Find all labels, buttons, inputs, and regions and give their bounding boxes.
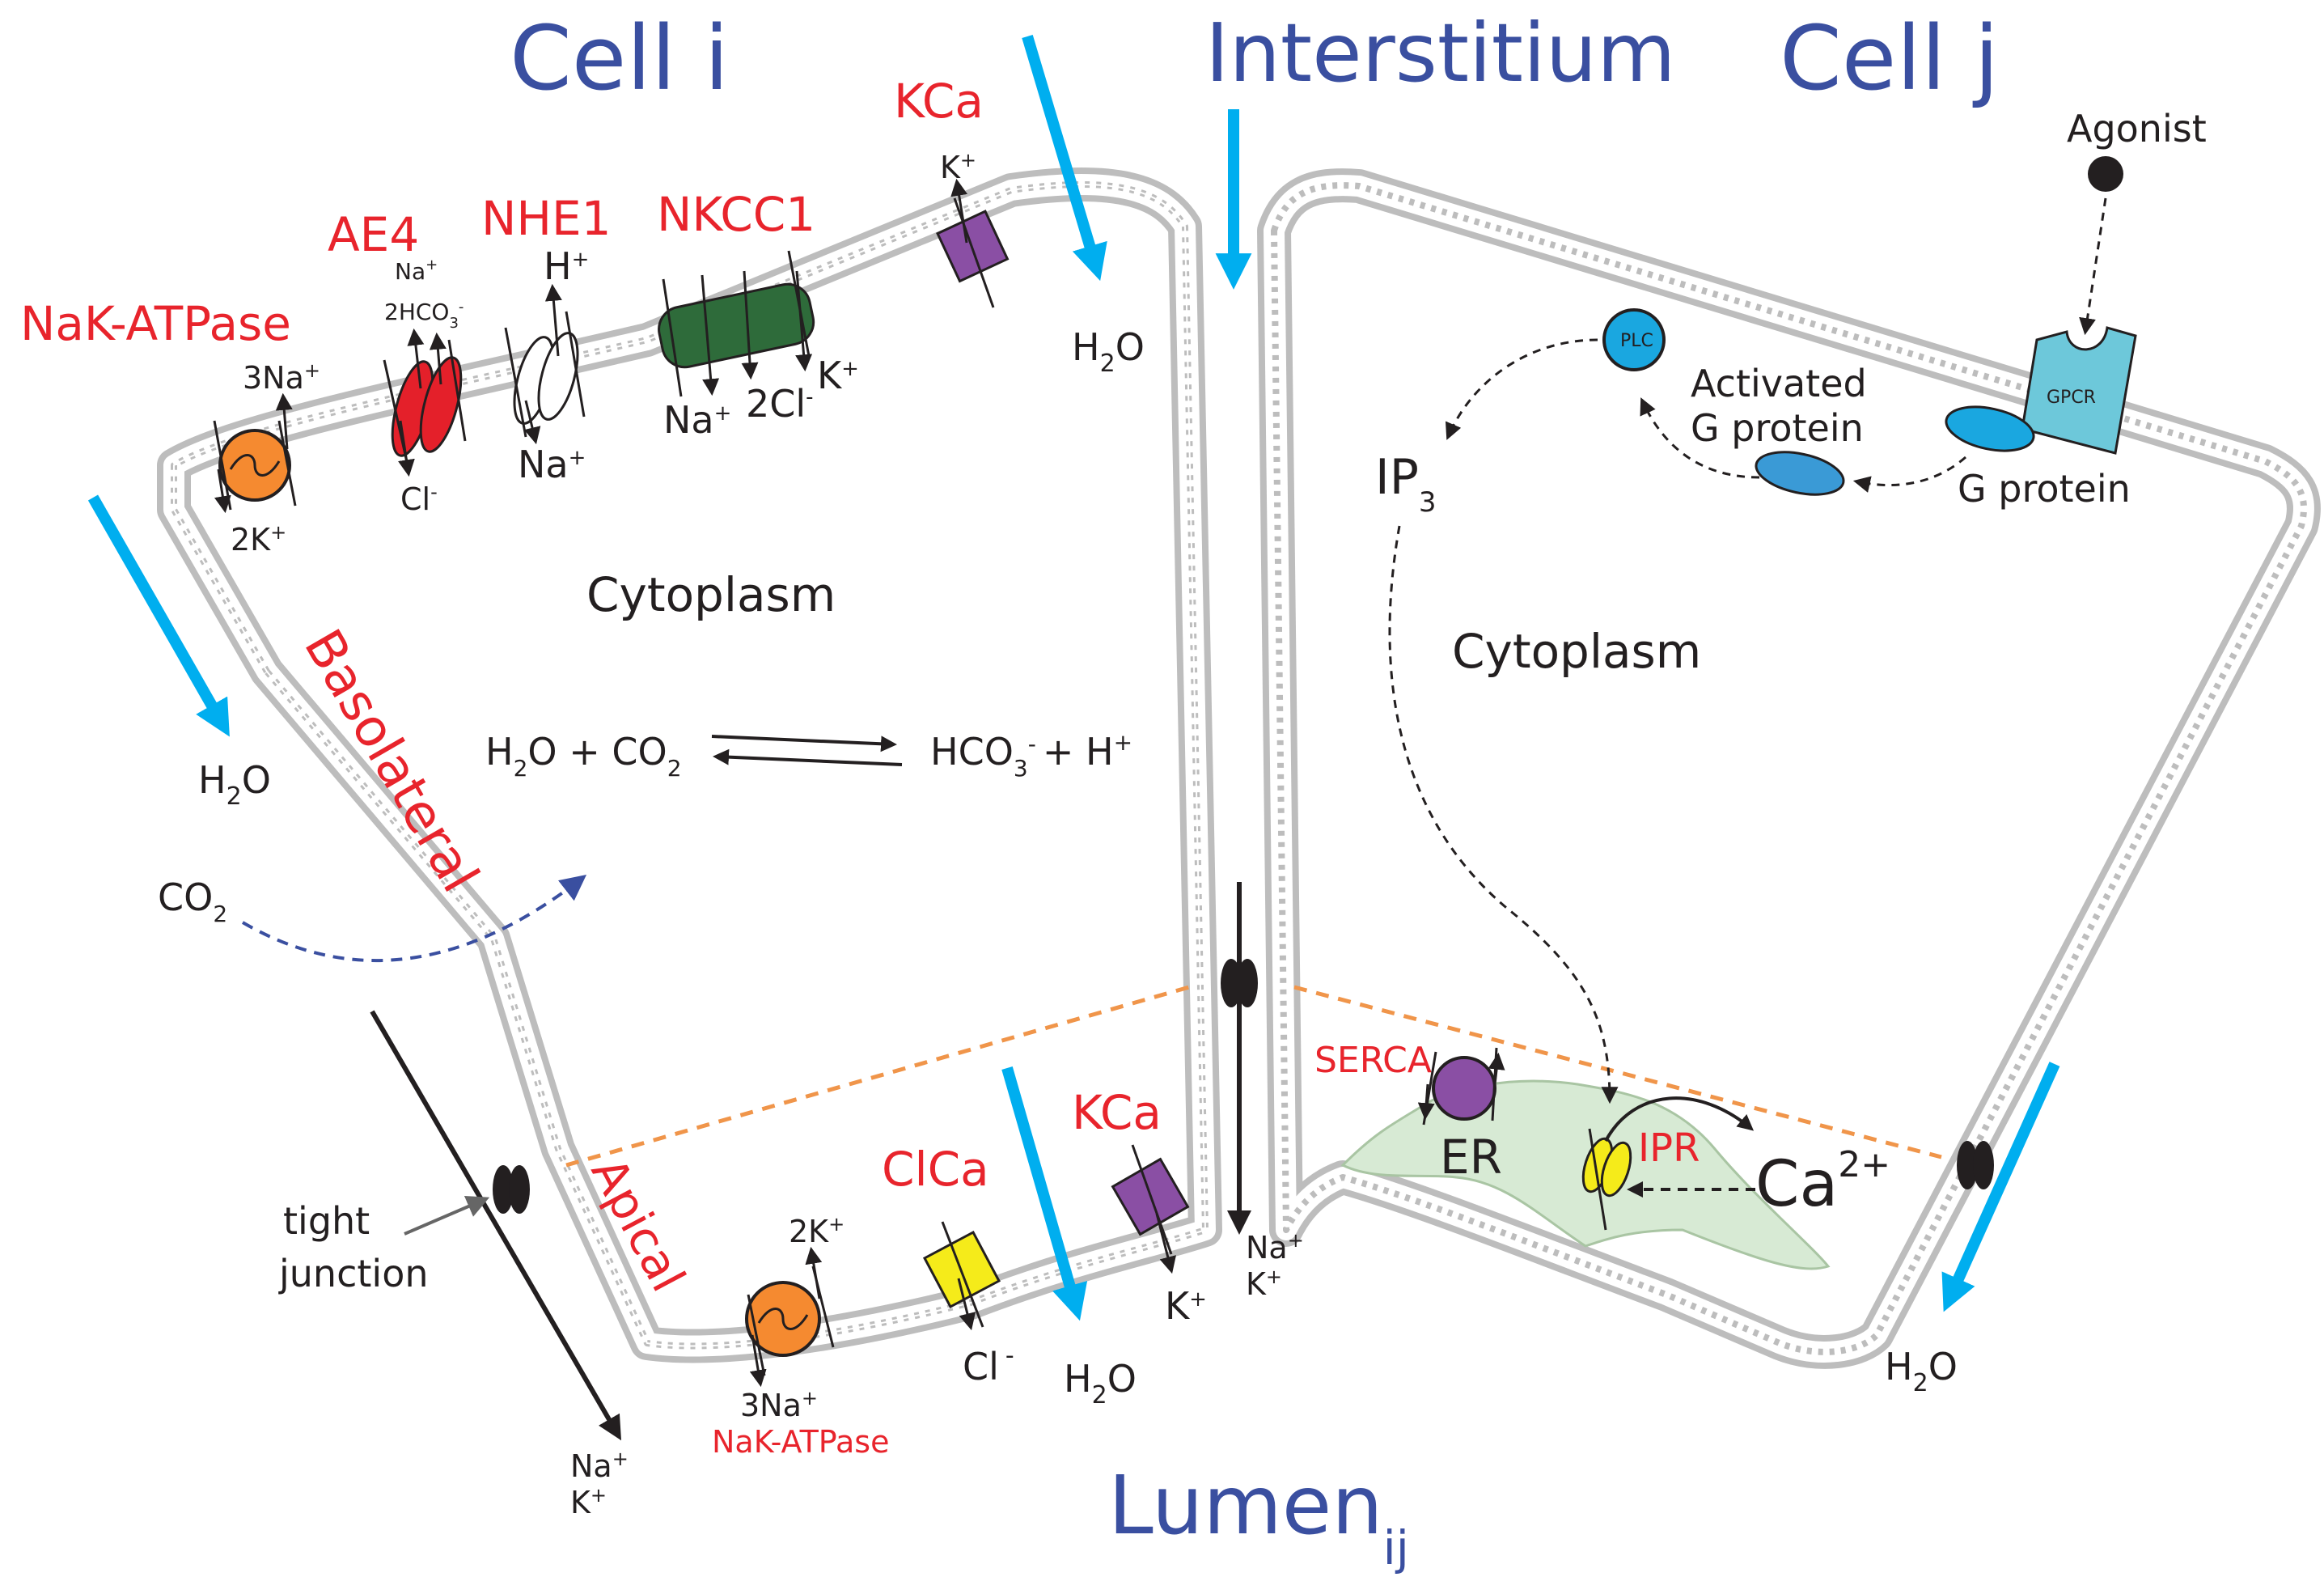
nak-baso-3na-label: 3Na+ — [243, 359, 320, 396]
water-arrow-cellj — [1941, 1062, 2060, 1312]
agonist-ligand — [2088, 156, 2123, 192]
h2o-label-kca: H2O — [1072, 325, 1145, 378]
tight-junction-pointer — [404, 1195, 490, 1236]
kca-apical-label: KCa — [1072, 1085, 1162, 1140]
nak-atpase-basolateral-label: NaK-ATPase — [20, 296, 291, 351]
nkcc1-cl-label: 2Cl- — [746, 382, 814, 426]
paracellular-flux-arrow — [370, 1010, 622, 1441]
tight-junction-label-line1: tight — [283, 1199, 370, 1243]
ip3-label: IP3 — [1375, 449, 1437, 519]
junction-na-label: Na+ — [1246, 1229, 1304, 1265]
ipr-label: IPR — [1638, 1126, 1700, 1171]
junction-plane-left — [565, 985, 1190, 1168]
activated-g-protein-label-line1: Activated — [1691, 362, 1867, 405]
ae4-label: AE4 — [328, 207, 419, 262]
agonist-label: Agonist — [2067, 107, 2207, 150]
ip3-diffusion-arrow — [1388, 525, 1619, 1104]
activated-g-protein — [1755, 451, 1845, 496]
kca-baso-k-label: K+ — [940, 149, 976, 185]
nkcc1-na-label: Na+ — [663, 398, 731, 442]
serca-pump — [1432, 1056, 1496, 1121]
clca-label: ClCa — [882, 1142, 989, 1197]
nhe1-na-label: Na+ — [518, 443, 586, 486]
h2o-label-apical: H2O — [1064, 1357, 1137, 1410]
ip3-production-arrow — [1445, 338, 1598, 440]
kca-basolateral-label: KCa — [894, 74, 984, 129]
water-arrow-kca — [1022, 34, 1107, 282]
clca-cl-label: Cl- — [963, 1342, 1014, 1388]
interstitium-title: Interstitium — [1205, 6, 1676, 100]
nkcc1-label: NKCC1 — [657, 187, 815, 242]
nhe1-h-label: H+ — [544, 244, 589, 288]
nak-apical-3na-label: 3Na+ — [740, 1387, 818, 1423]
cytoplasm-j-label: Cytoplasm — [1452, 624, 1701, 679]
plc-activation-arrow — [1640, 397, 1760, 479]
gpcr-label: GPCR — [2047, 388, 2096, 408]
tight-na-label: Na+ — [570, 1448, 629, 1484]
g-protein-bound — [1945, 405, 2035, 452]
h2o-label-basolateral: H2O — [198, 758, 271, 811]
reaction-left: H2O + CO2 — [485, 730, 682, 782]
kca-apical-k-label: K+ — [1165, 1284, 1207, 1328]
nak-apical-2k-label: 2K+ — [789, 1213, 845, 1249]
nkcc1-k-label: K+ — [817, 354, 859, 397]
tight-junction-center — [1221, 959, 1258, 1007]
nak-baso-2k-label: 2K+ — [231, 521, 286, 557]
tight-junction-label-line2: junction — [278, 1252, 429, 1295]
g-protein-activation-arrow — [1852, 456, 1966, 493]
tight-junction-left — [493, 1165, 530, 1214]
water-flux-arrows — [87, 34, 2060, 1321]
co2-diffusion-arrow — [241, 875, 587, 962]
ae4-hco3-label: 2HCO3- — [384, 299, 464, 332]
co2-label: CO2 — [158, 875, 227, 927]
er-label: ER — [1440, 1130, 1502, 1185]
plc-label: PLC — [1620, 331, 1653, 351]
ca-release-arrow — [1604, 1096, 1755, 1142]
nhe1-label: NHE1 — [481, 191, 612, 246]
g-protein-label: G protein — [1958, 467, 2131, 511]
water-arrow-basolateral — [87, 494, 230, 737]
agonist-binding-arrow — [2079, 197, 2107, 336]
nak-atpase-apical-label: NaK-ATPase — [712, 1424, 889, 1460]
tight-junction-right — [1957, 1141, 1994, 1189]
cytoplasm-i-label: Cytoplasm — [586, 567, 836, 622]
ae4-cl-label: Cl- — [400, 481, 438, 517]
cell-j-title: Cell j — [1780, 6, 1999, 110]
serca-label: SERCA — [1314, 1040, 1432, 1081]
tight-k-label: K+ — [570, 1484, 607, 1520]
water-arrow-apical — [1001, 1066, 1088, 1321]
cell-i-title: Cell i — [510, 6, 729, 110]
lumen-title: Lumenij — [1108, 1458, 1409, 1575]
activated-g-protein-label-line2: G protein — [1691, 406, 1864, 450]
h2o-label-cellj: H2O — [1885, 1345, 1958, 1397]
reaction-forward-arrow — [711, 735, 897, 752]
reaction-reverse-arrow — [713, 748, 903, 766]
gpcr-receptor — [2021, 326, 2137, 455]
reaction-right: HCO3-+ H+ — [930, 729, 1132, 782]
junction-k-label: K+ — [1246, 1265, 1282, 1302]
ae4-na-label: Na+ — [395, 256, 438, 285]
plc-enzyme — [1602, 308, 1666, 371]
nkcc1-transporter — [658, 282, 815, 369]
ca2-label: Ca2+ — [1755, 1144, 1890, 1221]
